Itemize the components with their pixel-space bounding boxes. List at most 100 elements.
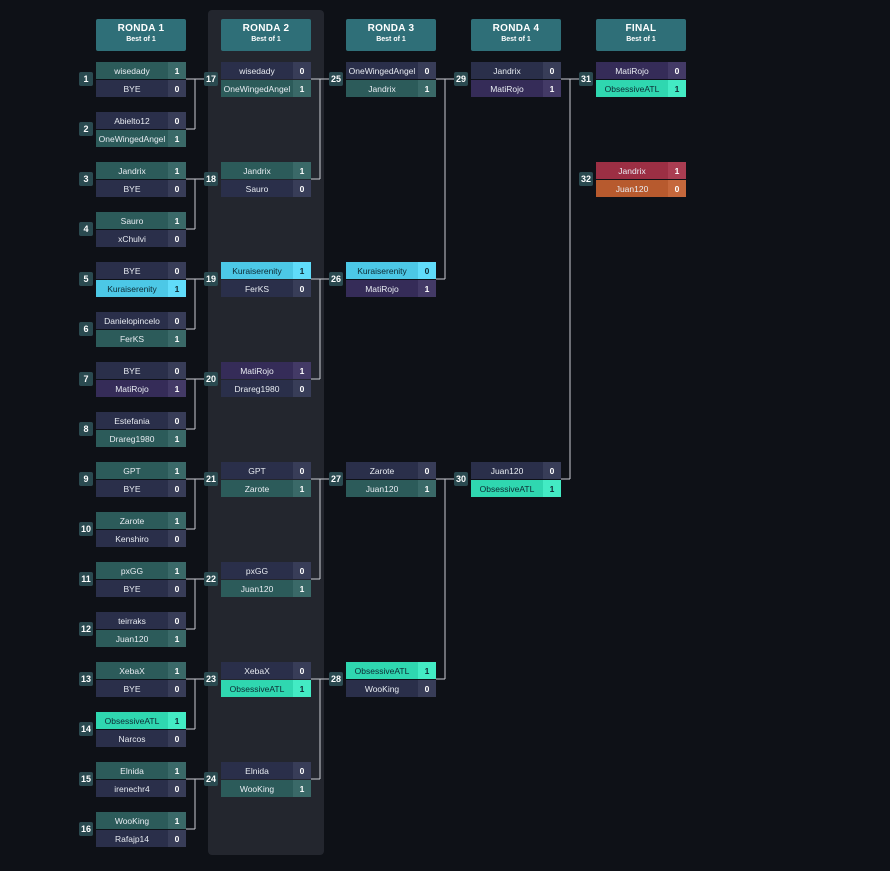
participant-score: 1 [168,630,186,647]
participant-name: Juan120 [471,462,543,479]
participant-name: MatiRojo [471,80,543,97]
match-number-badge: 14 [79,722,93,736]
